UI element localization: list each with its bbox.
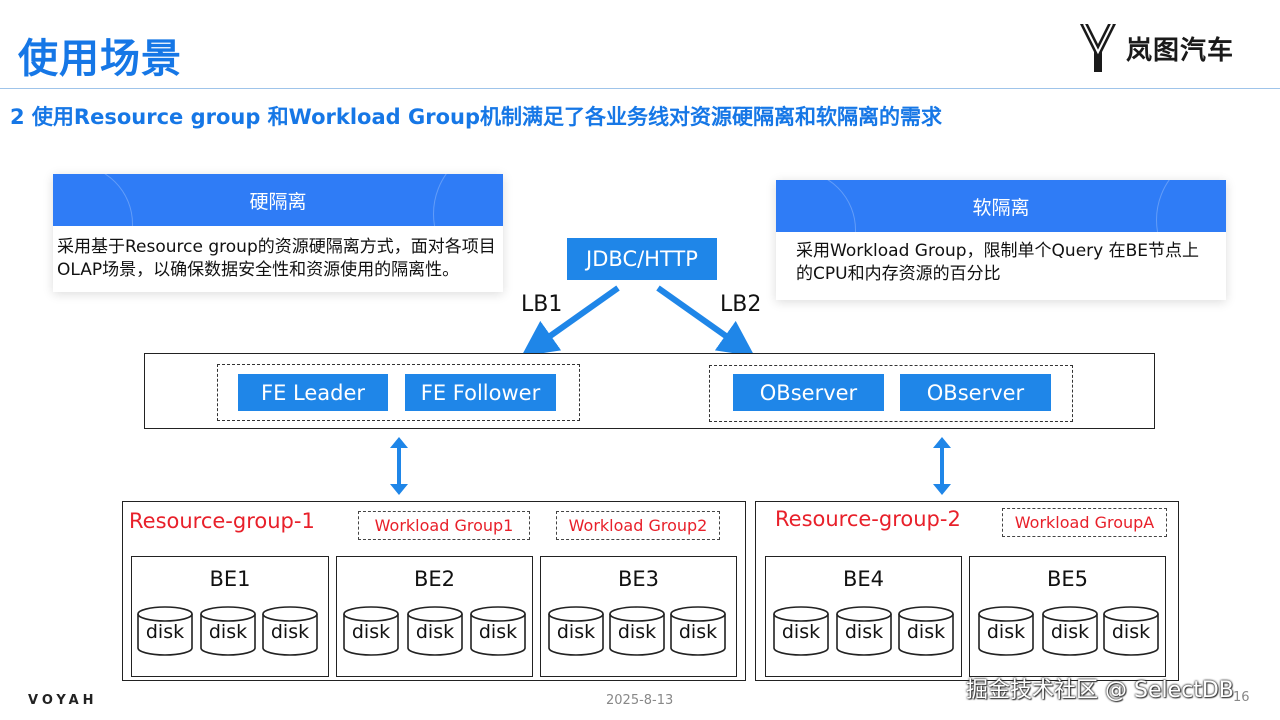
observer-node-2: OBserver xyxy=(900,374,1051,411)
resource-group-2-label: Resource-group-2 xyxy=(775,507,961,531)
be-node: BE2 disk disk disk xyxy=(336,556,533,677)
disk-icon: disk xyxy=(406,605,464,657)
hard-isolation-card: 硬隔离 采用基于Resource group的资源硬隔离方式，面对各项目OLAP… xyxy=(53,174,503,292)
hard-isolation-card-header: 硬隔离 xyxy=(53,174,503,226)
lb1-arrow xyxy=(521,285,620,357)
be-node: BE1 disk disk disk xyxy=(131,556,329,677)
be-node: BE3 disk disk disk xyxy=(540,556,737,677)
lb2-label: LB2 xyxy=(720,292,762,317)
disk-icon: disk xyxy=(669,605,727,657)
jdbc-http-node: JDBC/HTTP xyxy=(567,238,717,280)
hard-isolation-title: 硬隔离 xyxy=(249,190,307,213)
disk-icon: disk xyxy=(1102,605,1160,657)
fe-follower-node: FE Follower xyxy=(405,374,556,411)
soft-isolation-card-header: 软隔离 xyxy=(776,180,1226,232)
disk-icon: disk xyxy=(608,605,666,657)
disk-icon: disk xyxy=(977,605,1035,657)
be-label: BE5 xyxy=(1046,567,1089,591)
load-balancer-arrows xyxy=(521,285,755,357)
lb1-label: LB1 xyxy=(521,292,563,317)
be-label: BE2 xyxy=(413,567,456,591)
footer-date: 2025-8-13 xyxy=(606,693,674,708)
header-divider xyxy=(0,88,1280,89)
watermark: 掘金技术社区 @ SelectDB xyxy=(966,678,1234,703)
lb2-arrow xyxy=(656,285,755,357)
disk-icon: disk xyxy=(897,605,955,657)
be-node: BE4 disk disk disk xyxy=(765,556,962,677)
workload-group-1: Workload Group1 xyxy=(358,511,530,540)
voyah-logo-icon xyxy=(1080,23,1116,72)
brand-logo: 岚图汽车 xyxy=(1078,20,1234,76)
disk-icon: disk xyxy=(469,605,527,657)
disk-icon: disk xyxy=(136,605,194,657)
be-label: BE3 xyxy=(617,567,660,591)
be-node: BE5 disk disk disk xyxy=(969,556,1166,677)
disk-icon: disk xyxy=(261,605,319,657)
page-number: 16 xyxy=(1233,690,1250,705)
be-label: BE1 xyxy=(209,567,251,591)
soft-isolation-body: 采用Workload Group，限制单个Query 在BE节点上的CPU和内存… xyxy=(796,241,1200,284)
observer-group xyxy=(709,365,1073,422)
soft-isolation-title: 软隔离 xyxy=(972,196,1030,219)
observer-node-1: OBserver xyxy=(733,374,884,411)
disk-icon: disk xyxy=(835,605,893,657)
footer-logo: VOYAH xyxy=(28,693,98,708)
resource-group-1-label: Resource-group-1 xyxy=(129,509,315,533)
fe-be-link-arrow-1 xyxy=(390,437,408,495)
hard-isolation-body: 采用基于Resource group的资源硬隔离方式，面对各项目OLAP场景，以… xyxy=(57,237,496,280)
fe-be-link-arrow-2 xyxy=(933,437,951,495)
workload-group-a: Workload GroupA xyxy=(1002,508,1167,537)
page-title: 使用场景 xyxy=(18,36,182,82)
disk-icon: disk xyxy=(1041,605,1099,657)
workload-group-2: Workload Group2 xyxy=(556,511,720,540)
page-subtitle: 2 使用Resource group 和Workload Group机制满足了各… xyxy=(10,105,942,129)
fe-group xyxy=(217,364,580,421)
be-label: BE4 xyxy=(842,567,885,591)
disk-icon: disk xyxy=(199,605,257,657)
disk-icon: disk xyxy=(342,605,400,657)
fe-leader-node: FE Leader xyxy=(238,374,388,411)
soft-isolation-card: 软隔离 采用Workload Group，限制单个Query 在BE节点上的CP… xyxy=(776,180,1226,300)
brand-name: 岚图汽车 xyxy=(1126,35,1235,66)
disk-icon: disk xyxy=(772,605,830,657)
disk-icon: disk xyxy=(547,605,605,657)
